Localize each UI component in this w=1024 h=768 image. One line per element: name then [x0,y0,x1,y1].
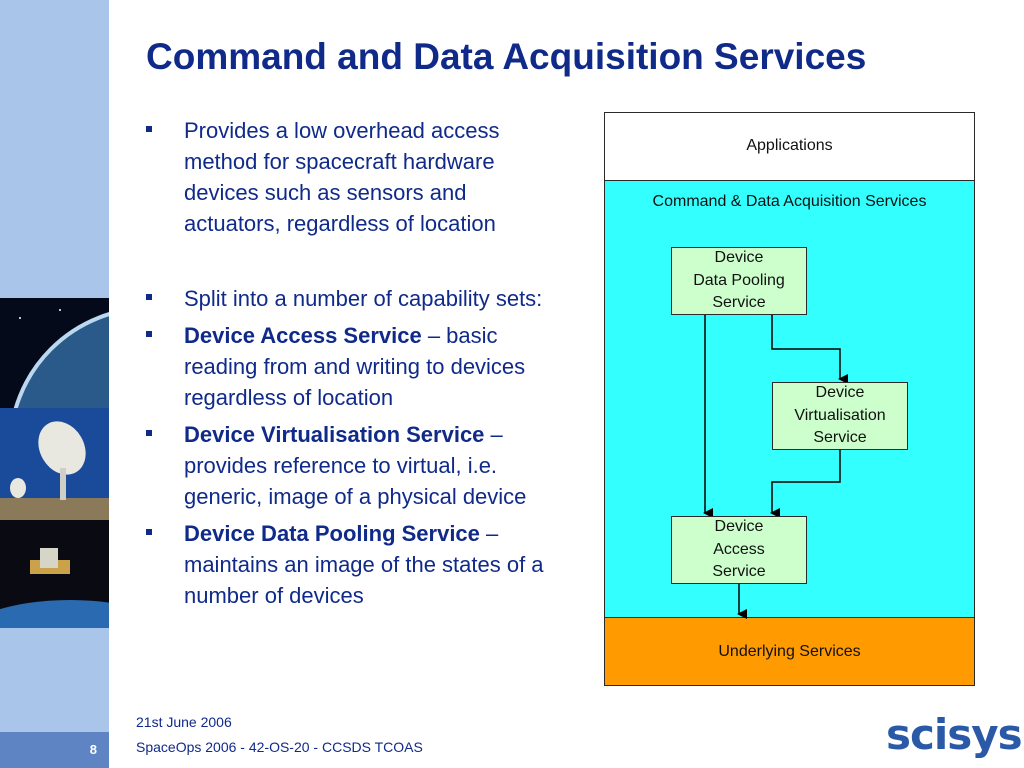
layer-diagram: Applications Command & Data Acquisition … [604,112,976,687]
cda-layer-title: Command & Data Acquisition Services [652,193,927,210]
footer-date: 21st June 2006 [136,714,232,730]
flow-arrows [703,315,848,619]
arrow-pooling-to-virtualisation [771,315,848,384]
access-service-label: Device Access Service [712,518,766,581]
bullet-item: Device Data Pooling Service – maintains … [146,518,556,611]
scisys-logo: scisys [886,710,1023,759]
applications-layer: Applications [604,112,975,181]
planet-photo-icon [0,298,109,408]
page-number-box: 8 [0,732,109,768]
access-service-box: Device Access Service [671,516,807,584]
underlying-services-layer: Underlying Services [604,617,975,686]
bullet-item: Split into a number of capability sets: [146,283,556,314]
sidebar: 8 [0,0,109,768]
underlying-services-label: Underlying Services [718,643,861,660]
page-number: 8 [89,742,97,757]
satellite-photo-icon [0,520,109,628]
bullet-list: Provides a low overhead access method fo… [146,115,556,617]
bullet-item: Provides a low overhead access method fo… [146,115,556,239]
applications-label: Applications [746,137,833,154]
bullet-item: Device Virtualisation Service – provides… [146,419,556,512]
radio-dish-photo-icon [0,408,109,520]
photo-strip [0,298,109,628]
virtualisation-service-label: Device Virtualisation Service [794,384,886,447]
slide-title: Command and Data Acquisition Services [146,36,867,77]
data-pooling-service-box: Device Data Pooling Service [671,247,807,315]
virtualisation-service-box: Device Virtualisation Service [772,382,908,450]
footer-conference: SpaceOps 2006 - 42-OS-20 - CCSDS TCOAS [136,739,423,755]
arrow-virtualisation-to-access [770,450,841,518]
bullet-item: Device Access Service – basic reading fr… [146,320,556,413]
data-pooling-service-label: Device Data Pooling Service [693,249,785,312]
